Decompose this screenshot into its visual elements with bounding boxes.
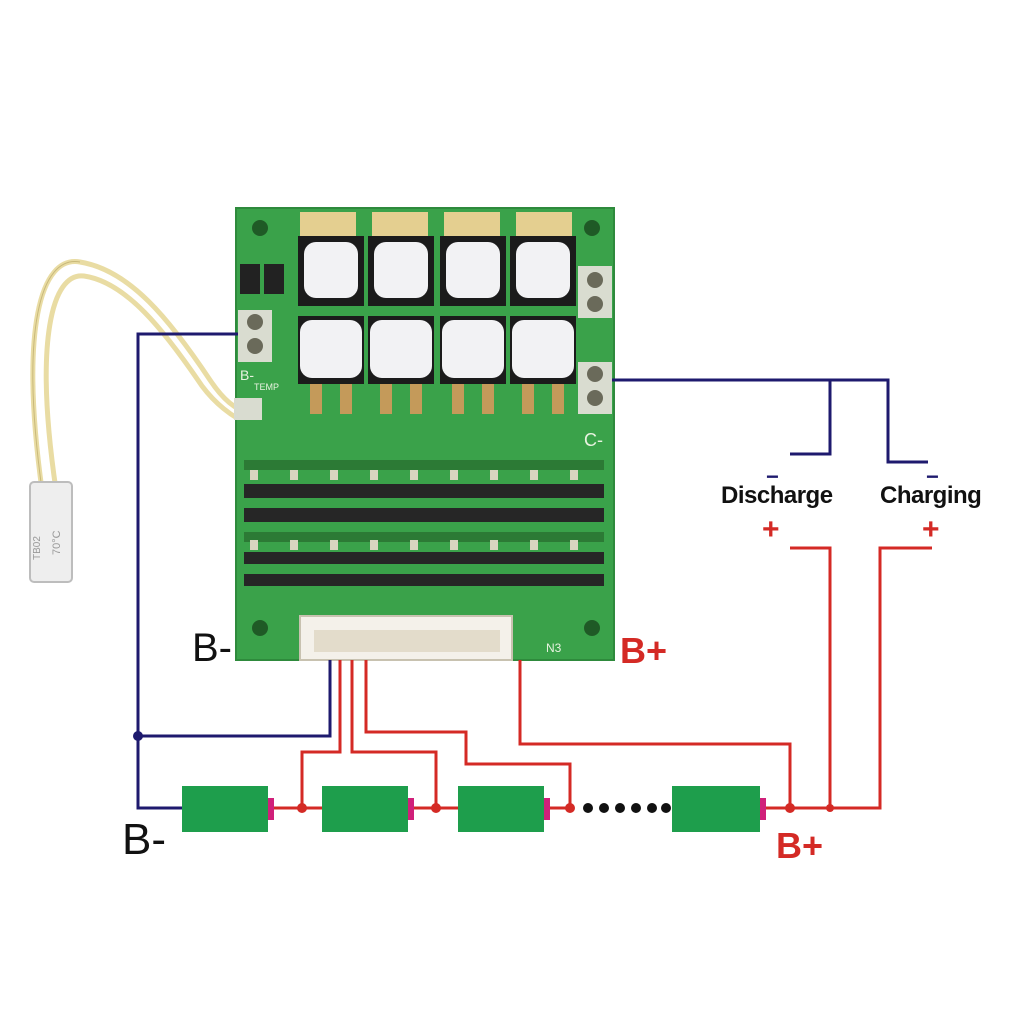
- positive-wiring: [274, 546, 932, 810]
- series-ellipsis-dots: [583, 803, 671, 813]
- discharge-label: Discharge: [721, 482, 833, 509]
- charging-negative-sign: −: [926, 464, 939, 489]
- smd-pads: [250, 470, 578, 550]
- junction-dots: [297, 803, 834, 813]
- negative-wiring: [136, 332, 928, 810]
- battery-cells: [182, 786, 766, 832]
- thermistor-marking: TB02: [32, 536, 43, 560]
- bms-board: B- TEMP C-: [234, 207, 615, 661]
- junction-b-minus: [133, 731, 143, 741]
- b-plus-pack-label: B+: [776, 825, 824, 866]
- smd-component-rows: [244, 460, 604, 586]
- connector-label: N3: [546, 641, 562, 655]
- thermistor-probe: TB02 70°C: [29, 259, 251, 583]
- b-plus-board-label: B+: [620, 630, 668, 671]
- charging-label: Charging: [880, 482, 982, 509]
- charging-positive-sign: +: [922, 513, 940, 546]
- mosfet-row-top: [298, 236, 576, 306]
- b-minus-pack-label: B-: [122, 815, 166, 864]
- silk-c-label: C-: [584, 430, 603, 450]
- b-minus-board-label: B-: [192, 626, 232, 670]
- balance-connector: N3: [299, 615, 562, 661]
- mosfet-row-bottom: [298, 316, 576, 414]
- discharge-positive-sign: +: [762, 513, 780, 546]
- thermistor-temp: 70°C: [51, 530, 63, 555]
- silk-temp-label: TEMP: [254, 382, 279, 392]
- silk-b-label: B-: [240, 367, 254, 383]
- discharge-negative-sign: −: [766, 464, 779, 489]
